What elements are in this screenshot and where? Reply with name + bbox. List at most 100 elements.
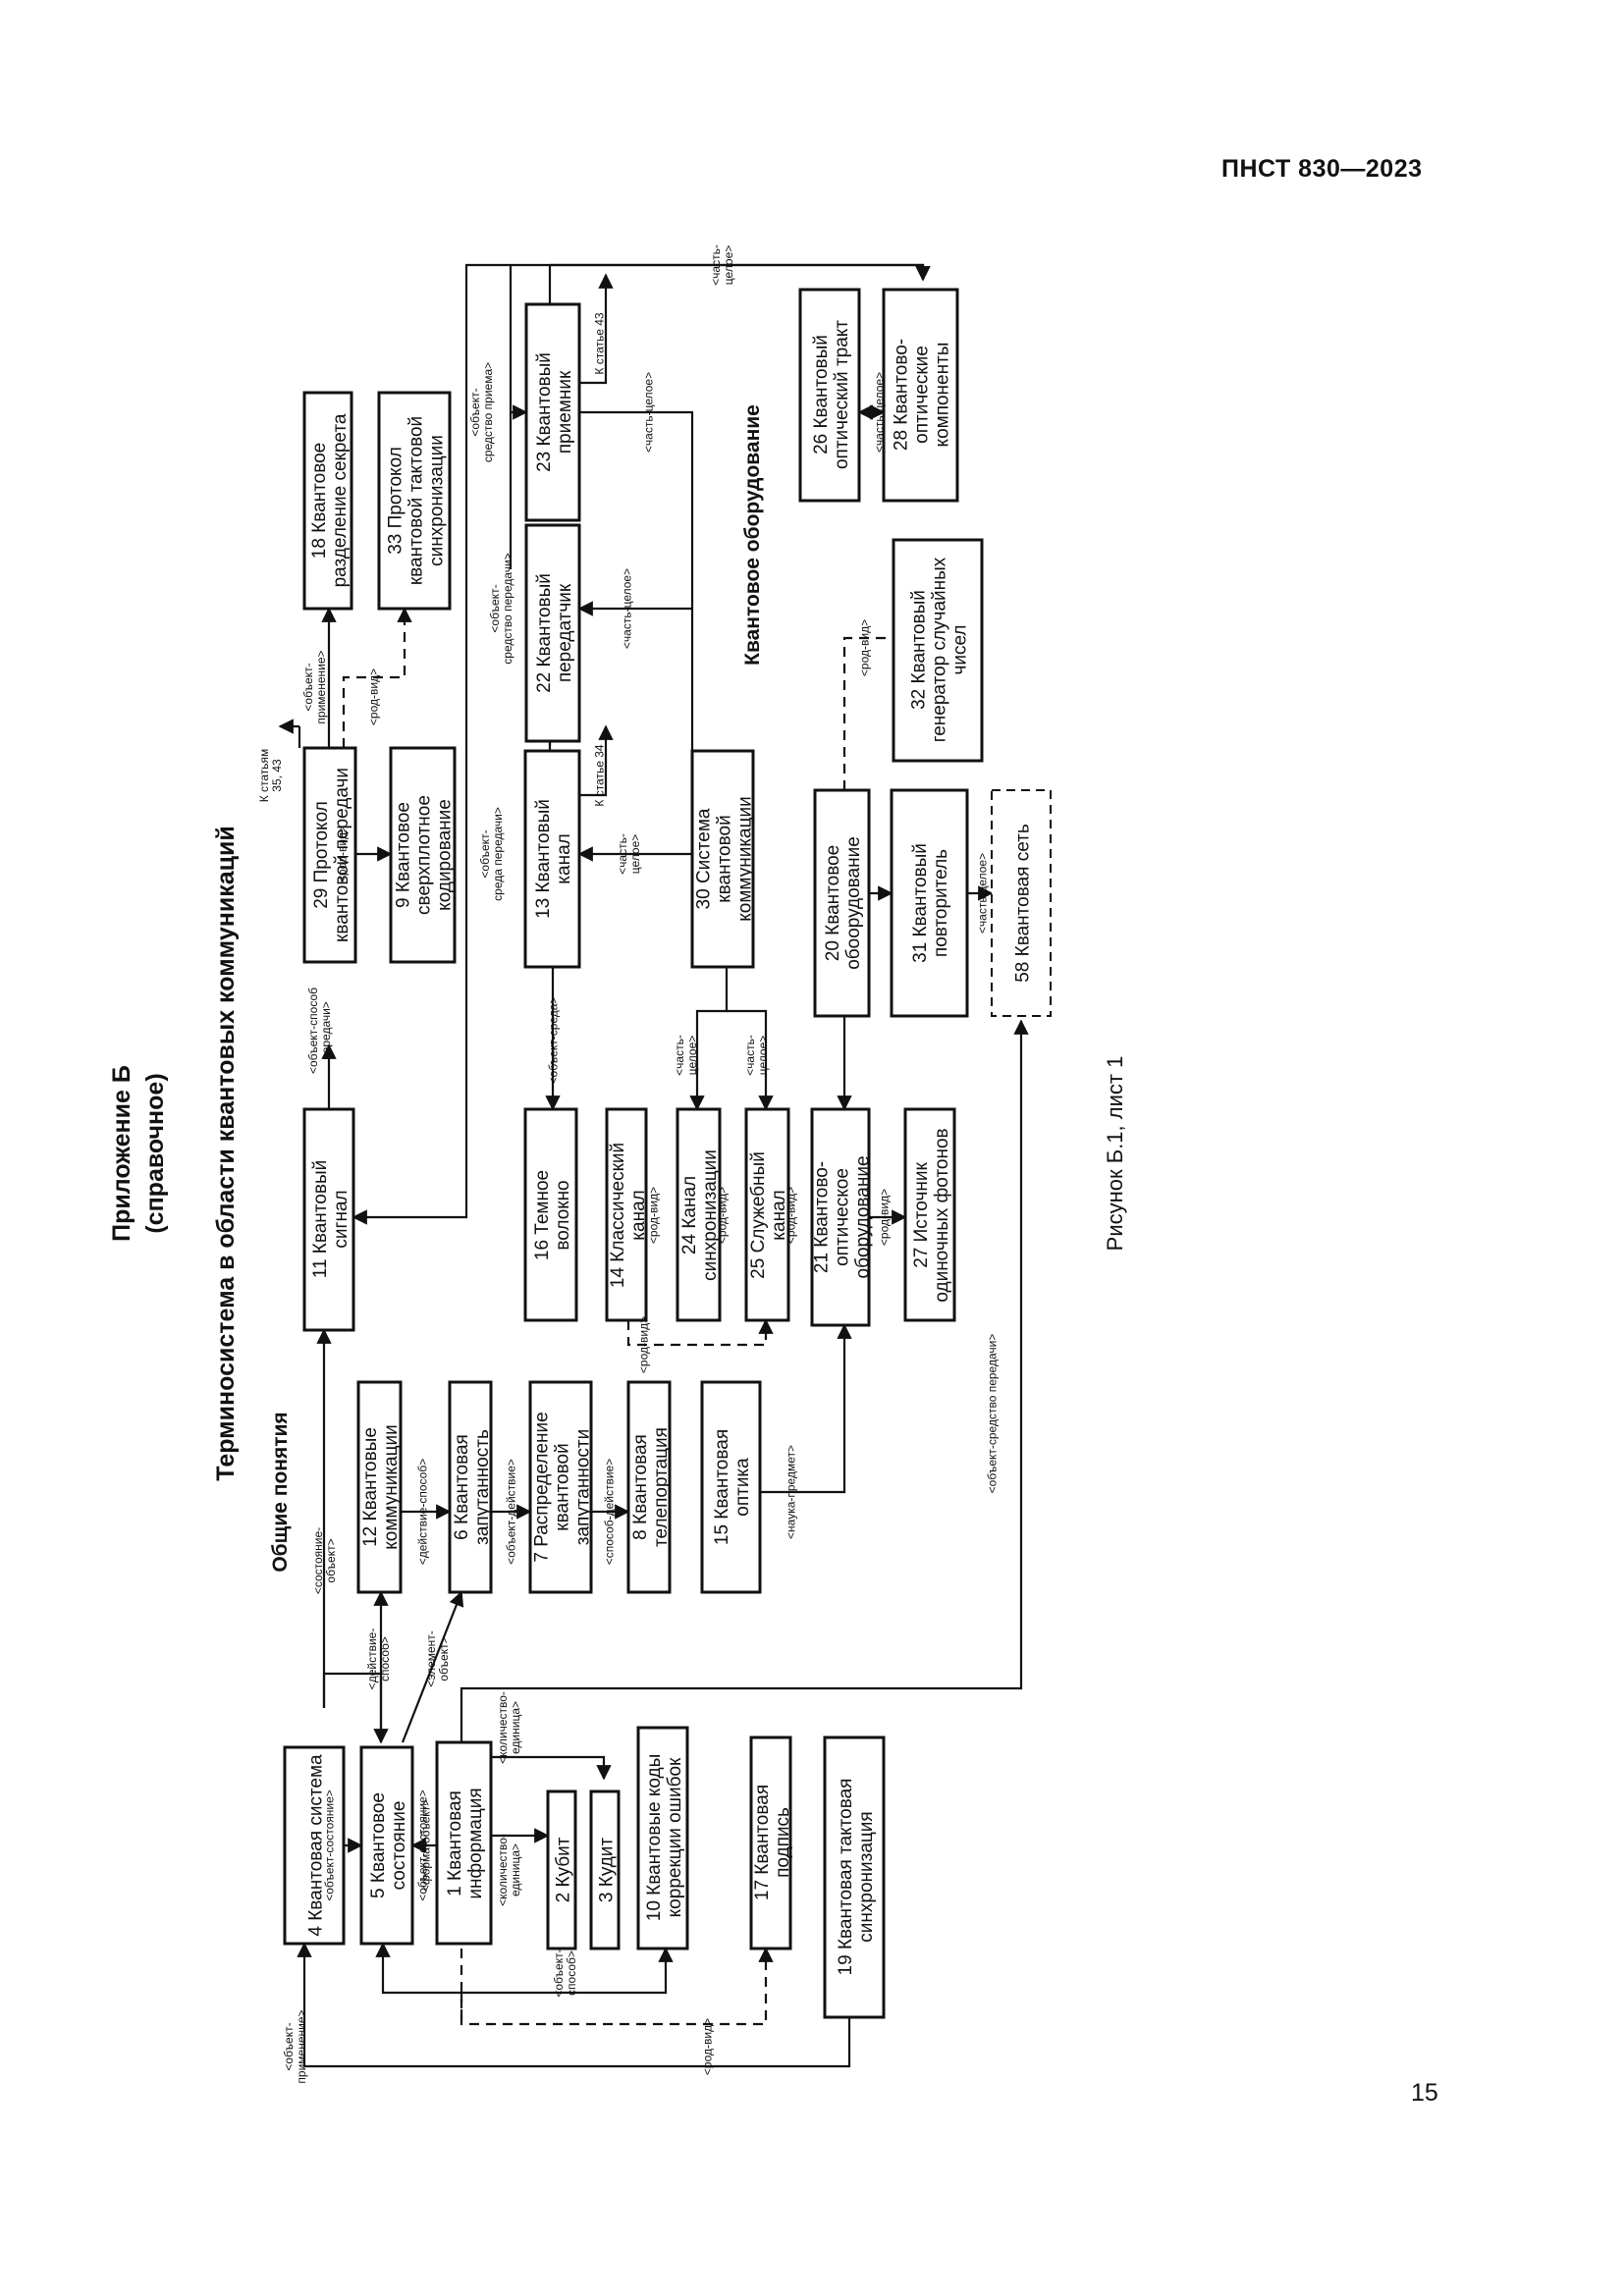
label-line: 23 Квантовый [534,352,555,472]
section-equipment-title: Квантовое оборудование [741,404,764,666]
relation-label-r_obj_method_tx: <объект-способпередачи> [306,988,333,1074]
label-line: единица> [509,1701,522,1754]
label-line: 7 Распределение [531,1412,552,1562]
label-line: 32 Квантовый [908,590,929,710]
term-boxes [283,288,1052,2019]
term-label-t32: 32 Квантовыйгенератор случайныхчисел [908,557,970,742]
relation-label-r_act_method2: <действие-способ> [416,1459,430,1566]
relation-label-r_act_method: <действие-способ> [365,1629,392,1690]
relation-label-r_part_whole_h: <часть-целое> [709,244,735,286]
term-box-22 [524,523,581,743]
label-line: <объект-состояние> [323,1789,337,1901]
term-box-26 [798,288,861,503]
relation-label-r_genus_3: <род-вид> [647,1187,661,1244]
label-line: <объект- [478,829,492,878]
label-line: 12 Квантовые [360,1427,381,1547]
term-label-t12: 12 Квантовыекоммуникации [360,1424,402,1549]
label-line: <часть-целое> [873,372,887,453]
term-label-t13: 13 Квантовыйканал [533,799,574,919]
label-line: целое> [685,1036,699,1076]
label-line: <часть- [673,1035,686,1076]
label-line: <количество- [496,1834,510,1906]
label-line: 14 Классический [608,1143,628,1288]
relation-label-r_obj_act: <объект-действие> [505,1459,518,1565]
label-line: повторитель [931,849,951,957]
label-line: среда передачи> [491,807,505,901]
label-line: К статьям [257,749,271,803]
label-line: сверхплотное [413,795,434,915]
term-label-t31: 31 Квантовыйповторитель [910,843,951,963]
label-line: <часть-целое> [621,568,634,649]
term-box-16 [523,1107,578,1322]
term-box-4 [283,1745,346,1946]
label-line: <форма-объект> [419,1799,433,1892]
label-line: обоорудование [843,836,864,970]
label-line: <объект- [301,663,315,711]
term-box-1 [435,1740,493,1946]
appendix-title: Приложение Б [108,1065,135,1242]
label-line: <объект-средство передачи> [986,1334,1000,1494]
label-line: целое> [628,834,642,875]
label-line: 25 Служебный [748,1151,769,1279]
label-line: разделение секрета [330,413,351,587]
relation-label-r_genus_5: <род-вид> [785,1187,798,1244]
term-label-t29: 29 Протоколквантовой передачи [311,768,352,942]
term-box-32 [892,538,984,763]
relation-label-r_part_whole_d: <часть-целое> [621,568,634,649]
term-box-11 [302,1107,355,1332]
label-line: квантовой [714,815,734,902]
label-line: <часть- [743,1035,757,1076]
label-line: 19 Квантовая тактовая [836,1779,856,1976]
relation-label-r_genus_7: <род-вид> [336,826,350,882]
term-box-9 [389,746,457,964]
figure-caption: Рисунок Б.1, лист 1 [1103,1056,1127,1252]
relation-label-r_method_act: <способ-действие> [603,1459,617,1566]
relation-label-r_obj_app_2: <объект-применение> [301,650,328,723]
label-line: кодирование [434,799,455,911]
label-line: средство приема> [481,362,495,462]
label-line: <род-вид> [701,2018,715,2075]
label-line: синхронизация [856,1811,877,1942]
term-box-23 [524,302,581,522]
term-label-t28: 28 Квантово-оптическиекомпоненты [891,339,952,451]
label-line: целое> [756,1036,770,1076]
label-line: запутанность [472,1429,493,1545]
term-label-t11: 11 Квантовыйсигнал [310,1160,352,1278]
relation-label-r_obj_app_1: <объект-применение> [282,2009,308,2083]
label-line: 33 Протокол [385,447,406,555]
label-line: 6 Квантовая [452,1434,472,1540]
label-line: состояние [389,1801,409,1891]
label-line: 4 Квантовая система [305,1754,326,1937]
label-line: <род-вид> [637,1316,651,1373]
label-line: <часть- [709,244,723,286]
term-box-10 [636,1726,689,1950]
label-line: оптика [732,1458,753,1517]
term-label-t58: 58 Квантовая сеть [1012,824,1033,983]
relation-label-r_obj_method: <объект-способ> [552,1949,578,1997]
term-label-t8: 8 Квантоваятелепортация [630,1427,672,1547]
label-line: передачи> [319,1001,333,1060]
label-line: синхронизации [426,435,447,566]
label-line: канал [769,1190,789,1240]
term-box-13 [523,749,581,969]
label-line: 5 Квантовое [368,1792,389,1898]
label-line: коммуникации [734,796,755,921]
label-line: приемник [555,370,575,454]
label-line: 27 Источник [911,1162,932,1268]
document-code: ПНСТ 830—2023 [1221,155,1423,183]
label-line: 29 Протокол [311,801,332,909]
label-line: 28 Квантово- [891,339,911,451]
term-label-t20: 20 Квантовоеобоорудование [823,836,864,970]
label-line: генератор случайных [929,557,949,742]
label-line: 30 Система [693,808,714,909]
label-line: канал [628,1190,649,1240]
label-line: 20 Квантовое [823,845,843,962]
term-label-t6: 6 Квантоваязапутанность [452,1429,493,1545]
relation-label-r_genus_1: <род-вид> [701,2018,715,2075]
label-line: канал [554,833,574,883]
term-label-t15: 15 Квантоваяоптика [712,1429,753,1545]
term-label-t30: 30 Системаквантовойкоммуникации [693,796,755,921]
label-line: одиночных фотонов [932,1128,952,1302]
label-line: применение> [295,2009,308,2083]
label-line: 9 Квантовое [393,802,413,908]
